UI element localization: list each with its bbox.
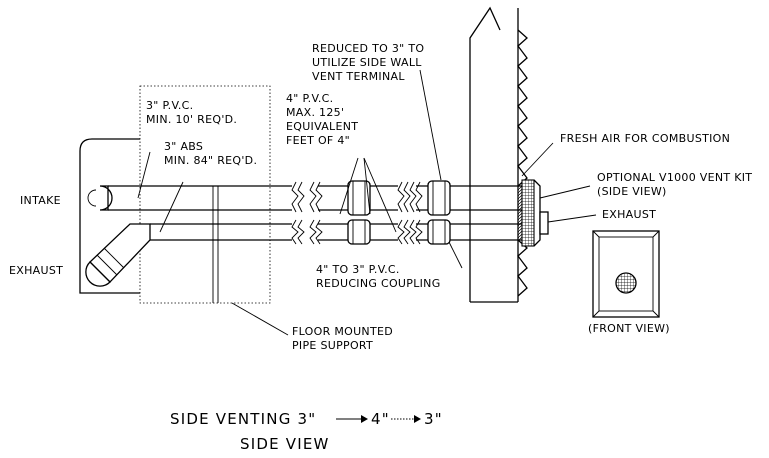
vent-kit-side-view — [521, 179, 549, 247]
fresh-air-label: FRESH AIR FOR COMBUSTION — [560, 132, 730, 145]
pipe-break-symbols — [291, 181, 423, 245]
support-label-1: FLOOR MOUNTED — [292, 325, 393, 338]
reduced-label-3: VENT TERMINAL — [312, 70, 405, 83]
front-view-label: (FRONT VIEW) — [588, 322, 670, 335]
vent-kit-front-view — [592, 230, 660, 318]
title-line-2: SIDE VIEW — [240, 435, 330, 453]
reduced-label-2: UTILIZE SIDE WALL — [312, 56, 422, 69]
support-box-outline — [139, 85, 271, 304]
pvc3-label-2: MIN. 10' REQ'D. — [146, 113, 237, 126]
diagram-title: SIDE VENTING 3" 4" 3" SIDE VIEW — [170, 410, 443, 453]
title-part-2: 4" — [371, 410, 390, 428]
support-label-2: PIPE SUPPORT — [292, 339, 373, 352]
coupling-label-2: REDUCING COUPLING — [316, 277, 441, 290]
intake-elbow — [99, 185, 113, 211]
pvc4-label-3: EQUIVALENT — [286, 120, 358, 133]
pvc4-label-2: MAX. 125' — [286, 106, 344, 119]
pvc4-label-1: 4" P.V.C. — [286, 92, 333, 105]
exhaust-elbow — [85, 223, 151, 287]
coupling-label-1: 4" TO 3" P.V.C. — [316, 263, 400, 276]
abs-label-2: MIN. 84" REQ'D. — [164, 154, 257, 167]
pvc4-label-4: FEET OF 4" — [286, 134, 350, 147]
intake-label: INTAKE — [20, 194, 61, 207]
couplings — [347, 180, 451, 245]
title-part-1: SIDE VENTING 3" — [170, 410, 316, 428]
reduced-label-1: REDUCED TO 3" TO — [312, 42, 424, 55]
vent-kit-label-2: (SIDE VIEW) — [597, 185, 667, 198]
vent-kit-label-1: OPTIONAL V1000 VENT KIT — [597, 171, 752, 184]
exhaust-right-label: EXHAUST — [602, 208, 656, 221]
exhaust-left-label: EXHAUST — [9, 264, 63, 277]
abs-label-1: 3" ABS — [164, 140, 203, 153]
wall — [469, 6, 528, 303]
leader-lines — [137, 69, 597, 336]
appliance-outline — [79, 138, 140, 294]
title-part-3: 3" — [424, 410, 443, 428]
pvc3-label-1: 3" P.V.C. — [146, 99, 193, 112]
